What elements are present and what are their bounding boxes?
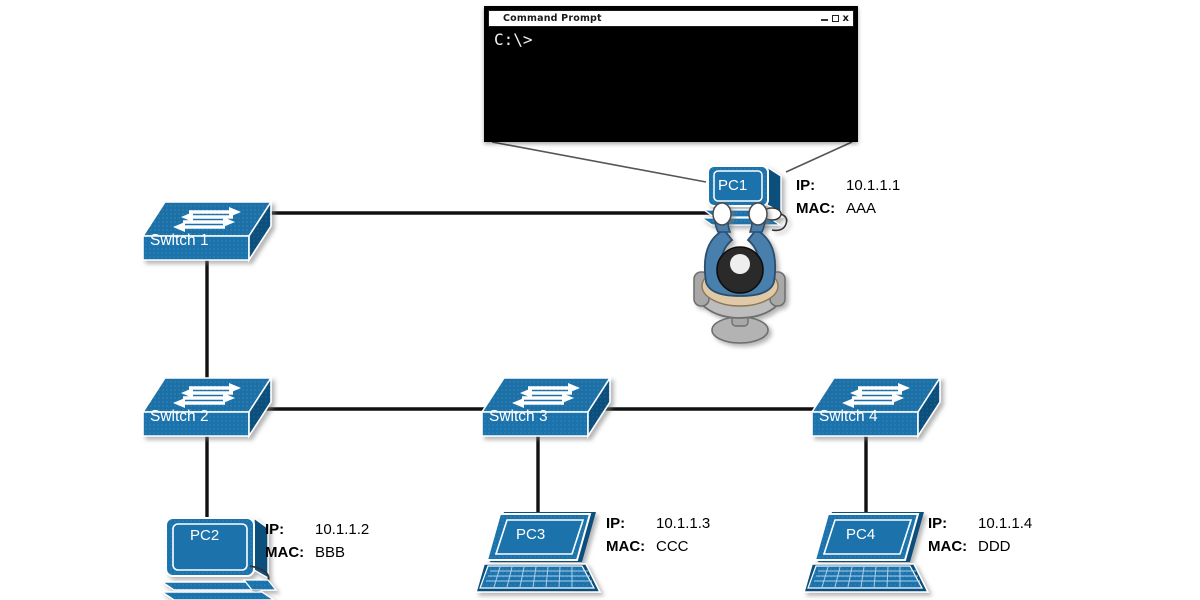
console-prompt-line: C:\> — [494, 30, 533, 49]
switch-4-icon[interactable] — [810, 376, 942, 438]
pc1-mac-row: MAC: AAA — [796, 197, 900, 220]
switch-2-icon[interactable] — [141, 376, 273, 438]
pc3-info-block: IP: 10.1.1.3 MAC: CCC — [606, 512, 710, 559]
command-prompt-titlebar[interactable]: Command Prompt x — [488, 10, 854, 27]
close-icon[interactable]: x — [842, 12, 849, 24]
pc3-ip-key: IP: — [606, 515, 626, 532]
maximize-icon[interactable] — [831, 15, 839, 22]
pc1-ip-key: IP: — [796, 177, 816, 194]
pc4-ip-value: 10.1.1.4 — [978, 515, 1033, 532]
command-prompt-console[interactable]: C:\> — [488, 29, 854, 138]
callout-line-left — [491, 141, 707, 183]
pc1-ip-value: 10.1.1.1 — [846, 177, 901, 194]
command-prompt-window[interactable]: Command Prompt x C:\> — [484, 6, 858, 142]
pc2-mac-row: MAC: BBB — [265, 541, 369, 564]
pc2-ip-value: 10.1.1.2 — [315, 521, 370, 538]
pc1-mac-value: AAA — [846, 200, 877, 218]
callout-line-right — [785, 141, 853, 173]
pc3-mac-row: MAC: CCC — [606, 535, 710, 558]
window-controls: x — [820, 12, 849, 24]
pc1-info-block: IP: 10.1.1.1 MAC: AAA — [796, 174, 900, 221]
link-lines — [205, 211, 868, 520]
pc3-ip-value: 10.1.1.3 — [656, 515, 711, 532]
pc3-mac-value: CCC — [656, 538, 689, 556]
pc4-info-block: IP: 10.1.1.4 MAC: DDD — [928, 512, 1032, 559]
pc2-info-block: IP: 10.1.1.2 MAC: BBB — [265, 518, 369, 565]
pc2-mac-value: BBB — [315, 544, 346, 562]
minimize-icon[interactable] — [820, 19, 828, 21]
pc4-mac-key: MAC: — [928, 538, 968, 556]
pc1-mac-key: MAC: — [796, 200, 836, 218]
pc2-ip-key: IP: — [265, 521, 285, 538]
window-title: Command Prompt — [503, 13, 602, 24]
pc4-ip-row: IP: 10.1.1.4 — [928, 512, 1032, 535]
pc4-mac-row: MAC: DDD — [928, 535, 1032, 558]
pc3-ip-row: IP: 10.1.1.3 — [606, 512, 710, 535]
pc2-icon[interactable] — [161, 517, 278, 600]
pc2-mac-key: MAC: — [265, 544, 305, 562]
pc2-ip-row: IP: 10.1.1.2 — [265, 518, 369, 541]
pc4-ip-key: IP: — [928, 515, 948, 532]
terminal-callout — [491, 141, 853, 183]
seated-user-icon — [693, 202, 786, 344]
pc3-icon[interactable] — [475, 511, 601, 593]
pc4-icon[interactable] — [803, 511, 929, 593]
pc1-ip-row: IP: 10.1.1.1 — [796, 174, 900, 197]
pc4-mac-value: DDD — [978, 538, 1011, 556]
switch-1-icon[interactable] — [141, 200, 273, 262]
pc3-mac-key: MAC: — [606, 538, 646, 556]
switch-3-icon[interactable] — [480, 376, 612, 438]
